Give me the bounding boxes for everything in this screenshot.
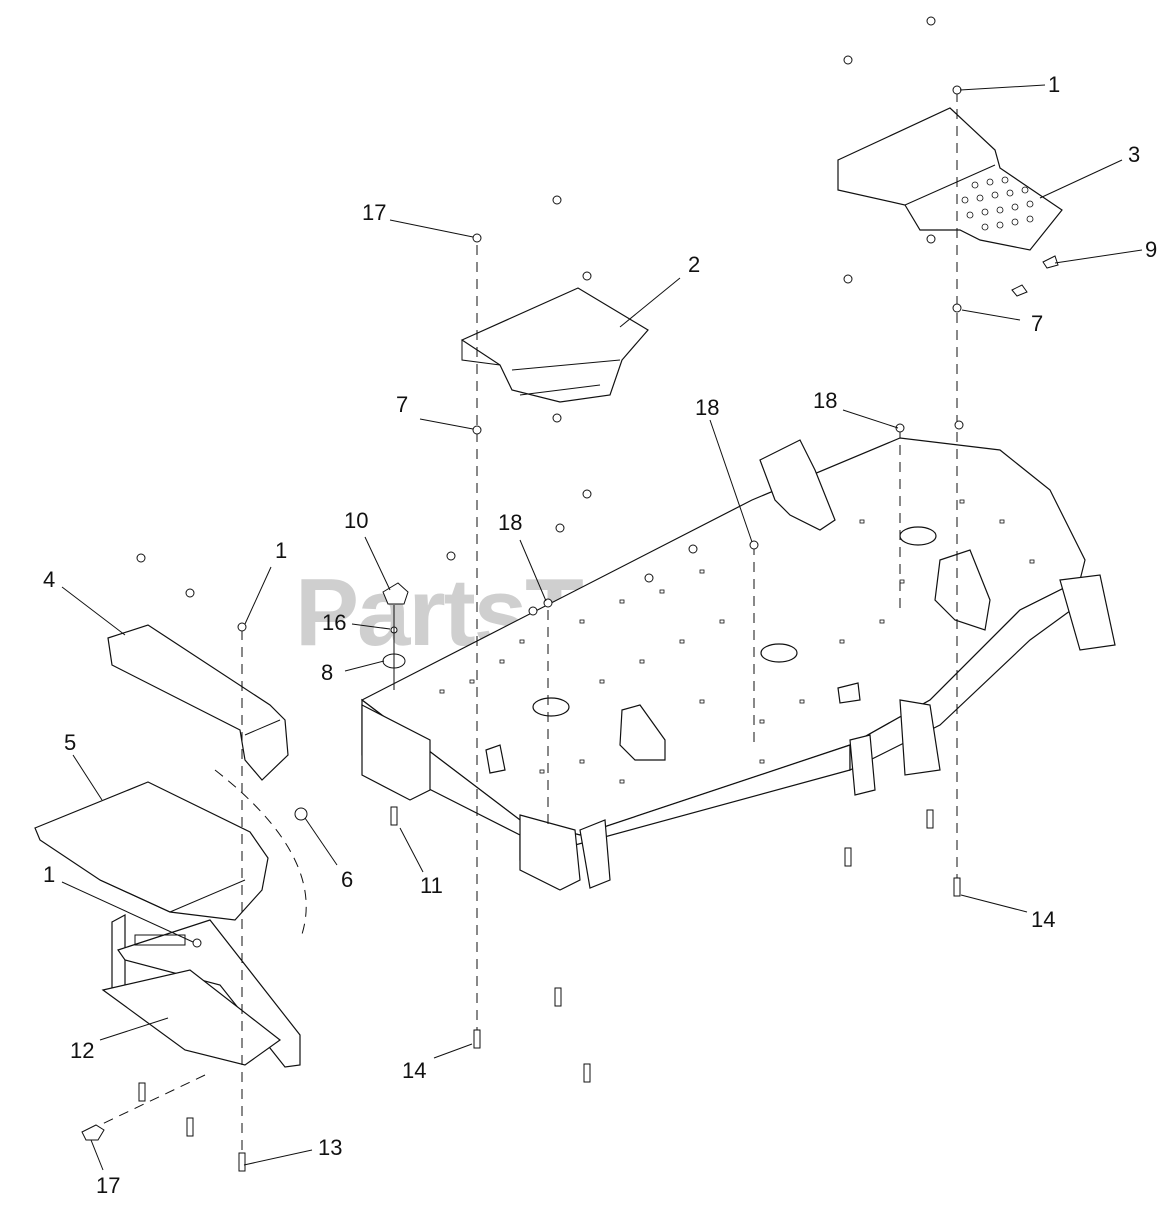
nut-icons <box>136 16 964 948</box>
callout-3: 3 <box>1128 142 1140 167</box>
callout-8: 8 <box>321 660 333 685</box>
part-3-shield <box>837 107 1063 251</box>
part-4-shield <box>107 624 289 781</box>
bolt-icons <box>138 806 961 1172</box>
callout-18: 18 <box>498 510 522 535</box>
hardware <box>81 16 1059 1172</box>
callout-1: 1 <box>43 862 55 887</box>
callout-10: 10 <box>344 508 368 533</box>
callout-16: 17 <box>96 1173 120 1198</box>
part-9-clip-icon <box>1042 255 1059 269</box>
part-6-knob-icon <box>294 807 308 821</box>
callout-9: 9 <box>1145 237 1157 262</box>
part-5-chute <box>34 781 269 921</box>
deck-holes <box>439 499 1035 784</box>
callout-7: 7 <box>396 392 408 417</box>
callout-18: 18 <box>695 395 719 420</box>
callout-12: 12 <box>70 1038 94 1063</box>
part-2-shield <box>460 287 649 403</box>
callout-1: 1 <box>275 538 287 563</box>
part-12-bracket <box>101 913 301 1068</box>
callout-17: 17 <box>362 200 386 225</box>
callout-6: 6 <box>341 867 353 892</box>
part-16-pin-icon <box>81 1124 105 1141</box>
callout-13: 13 <box>318 1135 342 1160</box>
mower-deck <box>360 437 1116 891</box>
callout-4: 4 <box>43 567 55 592</box>
callout-5: 5 <box>64 730 76 755</box>
leader-lines <box>61 84 1143 1171</box>
callout-17: 1 <box>1048 72 1060 97</box>
callout-15: 16 <box>322 610 346 635</box>
callout-2: 2 <box>688 252 700 277</box>
callout-14: 14 <box>1031 907 1055 932</box>
callout-18: 18 <box>813 388 837 413</box>
callout-14: 14 <box>402 1058 426 1083</box>
callouts: 1 3 9 7 18 17 2 7 18 18 10 16 8 1 4 5 6 … <box>43 72 1157 1198</box>
callout-11: 11 <box>420 873 443 898</box>
callout-7: 7 <box>1031 311 1043 336</box>
assembly-lines <box>99 92 958 1155</box>
